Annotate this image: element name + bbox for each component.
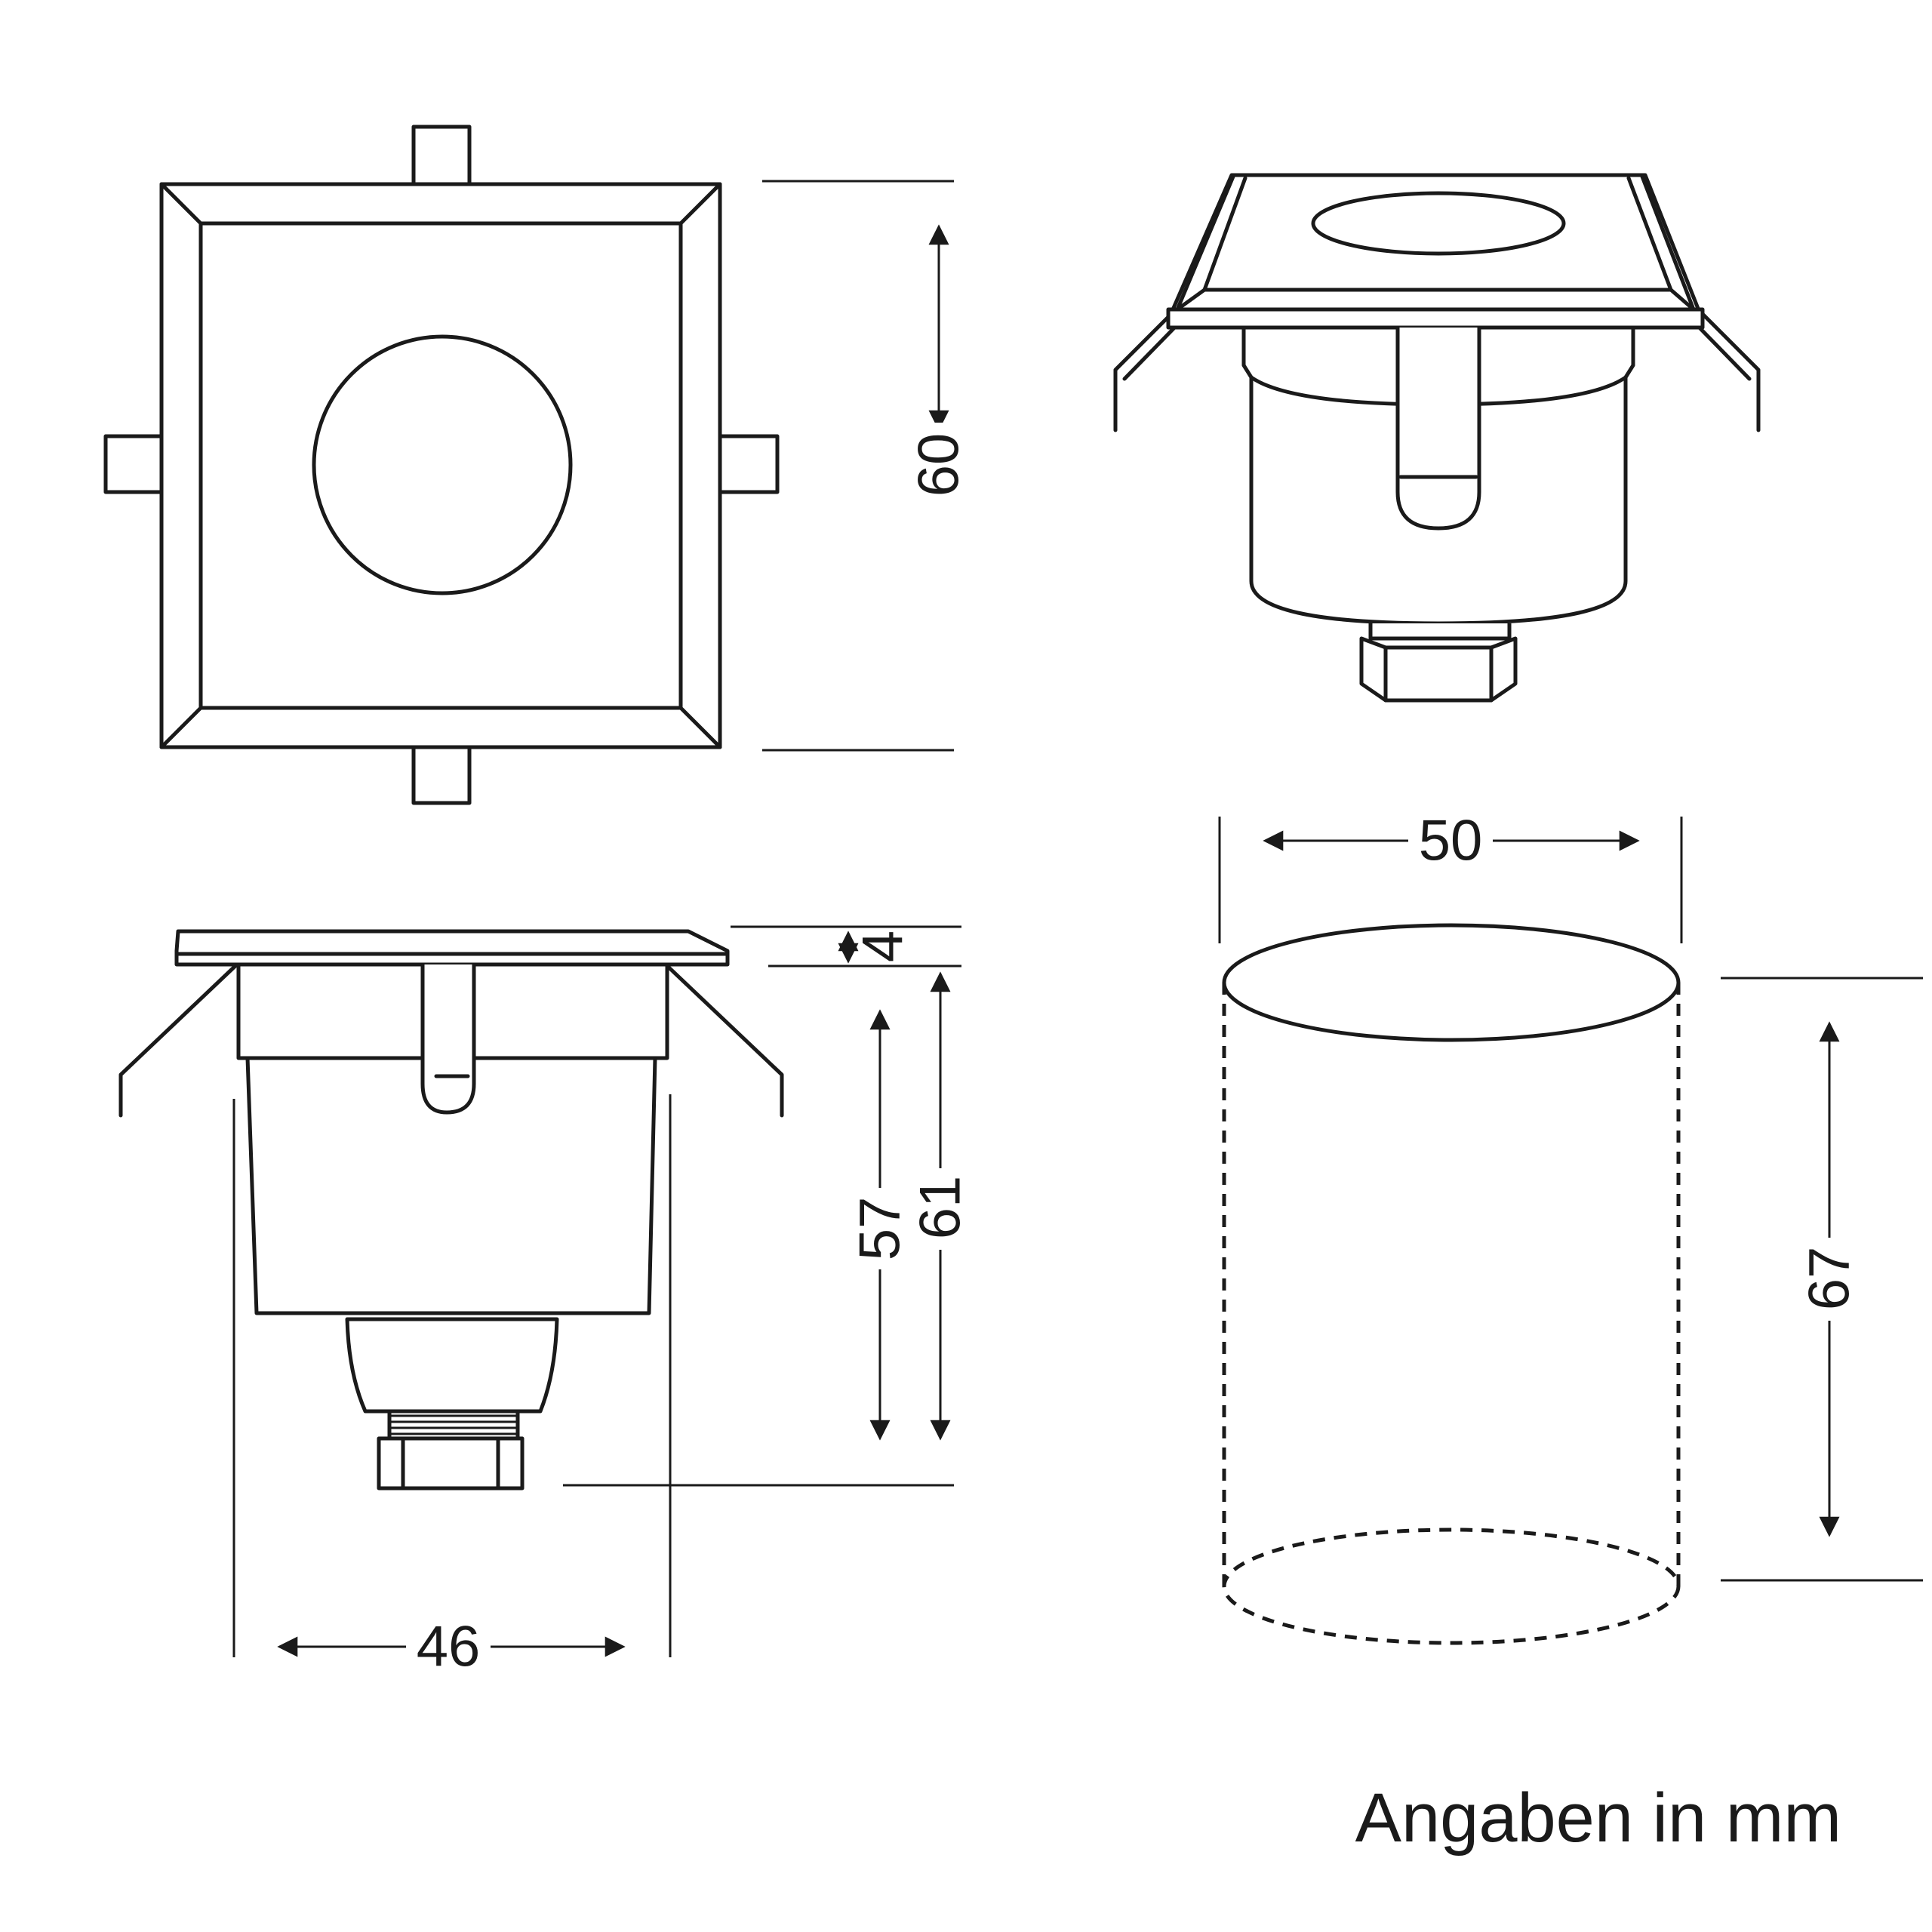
lens-circle: [312, 334, 573, 595]
dimension-cutout-depth: 67: [1721, 977, 1923, 1582]
perspective-view: [1113, 173, 1761, 703]
label-4: 4: [851, 931, 915, 962]
top-view: [103, 125, 780, 805]
dimension-top-height: 60: [762, 180, 971, 752]
label-50: 50: [1419, 809, 1483, 873]
dimension-cutout-diameter: 50: [1218, 809, 1683, 943]
label-61: 61: [909, 1176, 973, 1240]
label-60: 60: [907, 433, 971, 497]
thread-lines: [389, 1414, 518, 1435]
dimension-total-height: 61: [563, 971, 973, 1487]
units-caption: Angaben in mm: [1355, 1780, 1841, 1857]
label-46: 46: [417, 1615, 481, 1679]
side-view: [118, 929, 784, 1491]
label-67: 67: [1798, 1247, 1862, 1311]
cutout-cylinder: [1222, 923, 1681, 1645]
dimension-body-width: 46: [232, 1094, 672, 1679]
dimension-body-height: 57: [848, 1009, 912, 1441]
label-57: 57: [848, 1197, 912, 1261]
dimension-flange-thickness: 4: [731, 925, 961, 968]
